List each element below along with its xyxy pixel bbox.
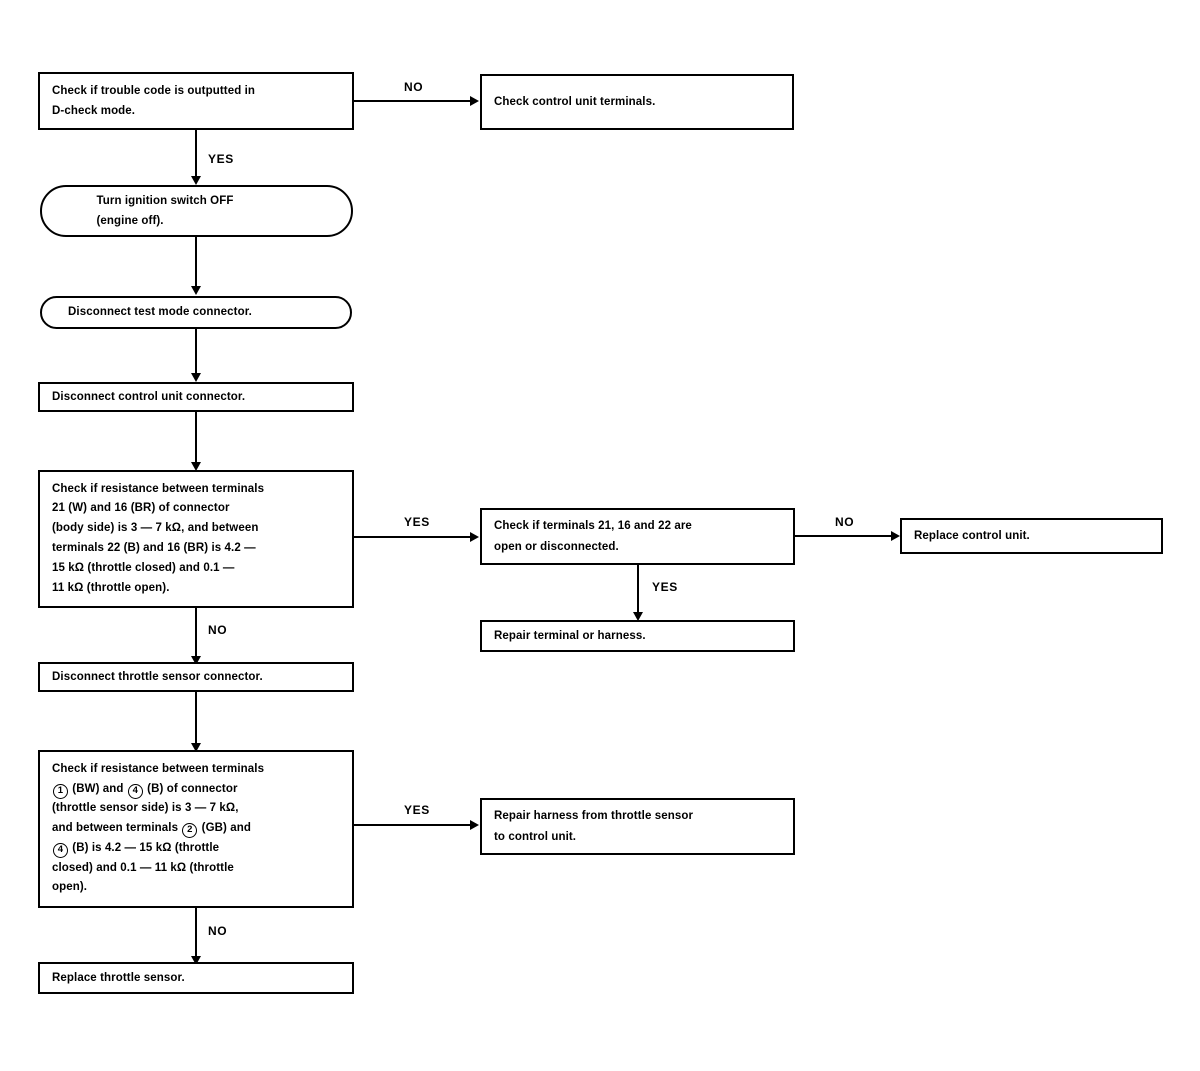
node-repair-terminal-or-harness[interactable]: Repair terminal or harness. [480,620,795,652]
edge-label-yes-terminals-open: YES [652,580,678,594]
edge-label-no-body-resistance: NO [208,623,228,637]
node-check-trouble-code[interactable]: Check if trouble code is outputted in D-… [38,72,354,130]
edge-yes-top-arrowhead [191,176,201,185]
node-disconnect-control-unit-connector-text: Disconnect control unit connector. [52,387,342,407]
edge-throttleconn-to-resistance2-line [195,692,197,749]
node-replace-throttle-sensor[interactable]: Replace throttle sensor. [38,962,354,994]
text-line: to control unit. [494,830,577,843]
text-line: 11 kΩ (throttle open). [52,581,170,594]
edge-no-sensor-resistance-line [195,908,197,958]
node-check-control-unit-terminals-text: Check control unit terminals. [494,92,782,112]
text-line: Disconnect control unit connector. [52,390,246,403]
node-disconnect-test-mode-connector[interactable]: Disconnect test mode connector. [40,296,352,329]
edge-yes-body-resistance-line [354,536,470,538]
node-check-control-unit-terminals[interactable]: Check control unit terminals. [480,74,794,130]
edge-testmode-to-cuconnector-line [195,329,197,374]
text-line: Check control unit terminals. [494,95,656,108]
node-check-terminals-open-text: Check if terminals 21, 16 and 22 are ope… [494,516,783,557]
text-line: (engine off). [96,215,164,227]
text-line: Repair harness from throttle sensor [494,810,694,823]
edge-label-no-terminals-open: NO [835,515,855,529]
text-line: Check if terminals 21, 16 and 22 are [494,520,692,533]
edge-no-body-resistance-arrowhead [191,656,201,665]
edge-label-no-sensor-resistance: NO [208,924,228,938]
node-replace-control-unit-text: Replace control unit. [914,526,1151,546]
text-line: and between terminals 2 (GB) and [52,819,342,839]
edge-yes-top-line [195,130,197,177]
node-repair-terminal-or-harness-text: Repair terminal or harness. [494,626,783,646]
edge-throttleconn-to-resistance2-arrowhead [191,743,201,752]
node-check-resistance-body-side[interactable]: Check if resistance between terminals 21… [38,470,354,608]
text-line: 21 (W) and 16 (BR) of connector [52,502,230,515]
node-check-resistance-sensor-side-text: Check if resistance between terminals 1 … [52,760,342,898]
text-line: 1 (BW) and 4 (B) of connector [52,780,342,800]
node-repair-harness-throttle-sensor-text: Repair harness from throttle sensor to c… [494,806,783,847]
edge-yes-terminals-open-line [637,565,639,613]
circled-terminal-2: 2 [182,823,198,839]
text-line: Check if resistance between terminals [52,482,265,495]
text-line: 4 (B) is 4.2 — 15 kΩ (throttle [52,839,342,859]
edge-no-top-arrowhead [470,96,479,106]
edge-yes-body-resistance-arrowhead [470,532,479,542]
text-line: Replace throttle sensor. [52,971,185,984]
node-replace-control-unit[interactable]: Replace control unit. [900,518,1163,554]
edge-no-terminals-open-arrowhead [891,531,900,541]
edge-no-terminals-open-line [795,535,891,537]
text-line: Replace control unit. [914,529,1030,542]
text-line: open). [52,881,88,894]
node-repair-harness-throttle-sensor[interactable]: Repair harness from throttle sensor to c… [480,798,795,855]
text-line: (throttle sensor side) is 3 — 7 kΩ, [52,802,239,815]
node-disconnect-control-unit-connector[interactable]: Disconnect control unit connector. [38,382,354,412]
text-line: D-check mode. [52,105,136,117]
edge-no-sensor-resistance-arrowhead [191,956,201,965]
edge-cuconnector-to-resistance-line [195,412,197,468]
edge-ignition-to-testmode-line [195,237,197,287]
edge-no-body-resistance-line [195,608,197,658]
text-line: Disconnect test mode connector. [68,306,252,319]
edge-no-top-line [354,100,470,102]
text-line: closed) and 0.1 — 11 kΩ (throttle [52,861,234,874]
text-line: Disconnect throttle sensor connector. [52,670,263,683]
edge-yes-sensor-resistance-arrowhead [470,820,479,830]
circled-terminal-1: 1 [53,783,68,799]
text-line: Turn ignition switch OFF [96,194,234,207]
edge-label-yes-body-resistance: YES [404,515,430,529]
circled-terminal-4: 4 [127,783,143,799]
text-line: Check if resistance between terminals [52,762,265,775]
text-line: (body side) is 3 — 7 kΩ, and between [52,522,259,535]
text-line: Repair terminal or harness. [494,629,646,642]
text-line: Check if trouble code is outputted in [52,84,256,97]
edge-yes-sensor-resistance-line [354,824,470,826]
edge-testmode-to-cuconnector-arrowhead [191,373,201,382]
node-check-trouble-code-text: Check if trouble code is outputted in D-… [52,81,342,122]
node-turn-ignition-off-text: Turn ignition switch OFF (engine off). [97,191,287,232]
text-line: open or disconnected. [494,540,619,553]
node-check-resistance-body-side-text: Check if resistance between terminals 21… [52,480,342,599]
edge-cuconnector-to-resistance-arrowhead [191,462,201,471]
node-disconnect-throttle-sensor-connector[interactable]: Disconnect throttle sensor connector. [38,662,354,692]
edge-label-no-top: NO [404,80,424,94]
node-turn-ignition-off[interactable]: Turn ignition switch OFF (engine off). [40,185,353,237]
node-replace-throttle-sensor-text: Replace throttle sensor. [52,968,342,988]
edge-ignition-to-testmode-arrowhead [191,286,201,295]
edge-label-yes-sensor-resistance: YES [404,803,430,817]
node-disconnect-throttle-sensor-connector-text: Disconnect throttle sensor connector. [52,667,342,687]
node-disconnect-test-mode-connector-text: Disconnect test mode connector. [68,302,340,322]
edge-yes-terminals-open-arrowhead [633,612,643,621]
node-check-resistance-sensor-side[interactable]: Check if resistance between terminals 1 … [38,750,354,908]
node-check-terminals-open[interactable]: Check if terminals 21, 16 and 22 are ope… [480,508,795,565]
text-line: 15 kΩ (throttle closed) and 0.1 — [52,561,235,574]
text-line: terminals 22 (B) and 16 (BR) is 4.2 — [52,542,256,554]
edge-label-yes-top: YES [208,152,234,166]
circled-terminal-4b: 4 [53,842,68,858]
